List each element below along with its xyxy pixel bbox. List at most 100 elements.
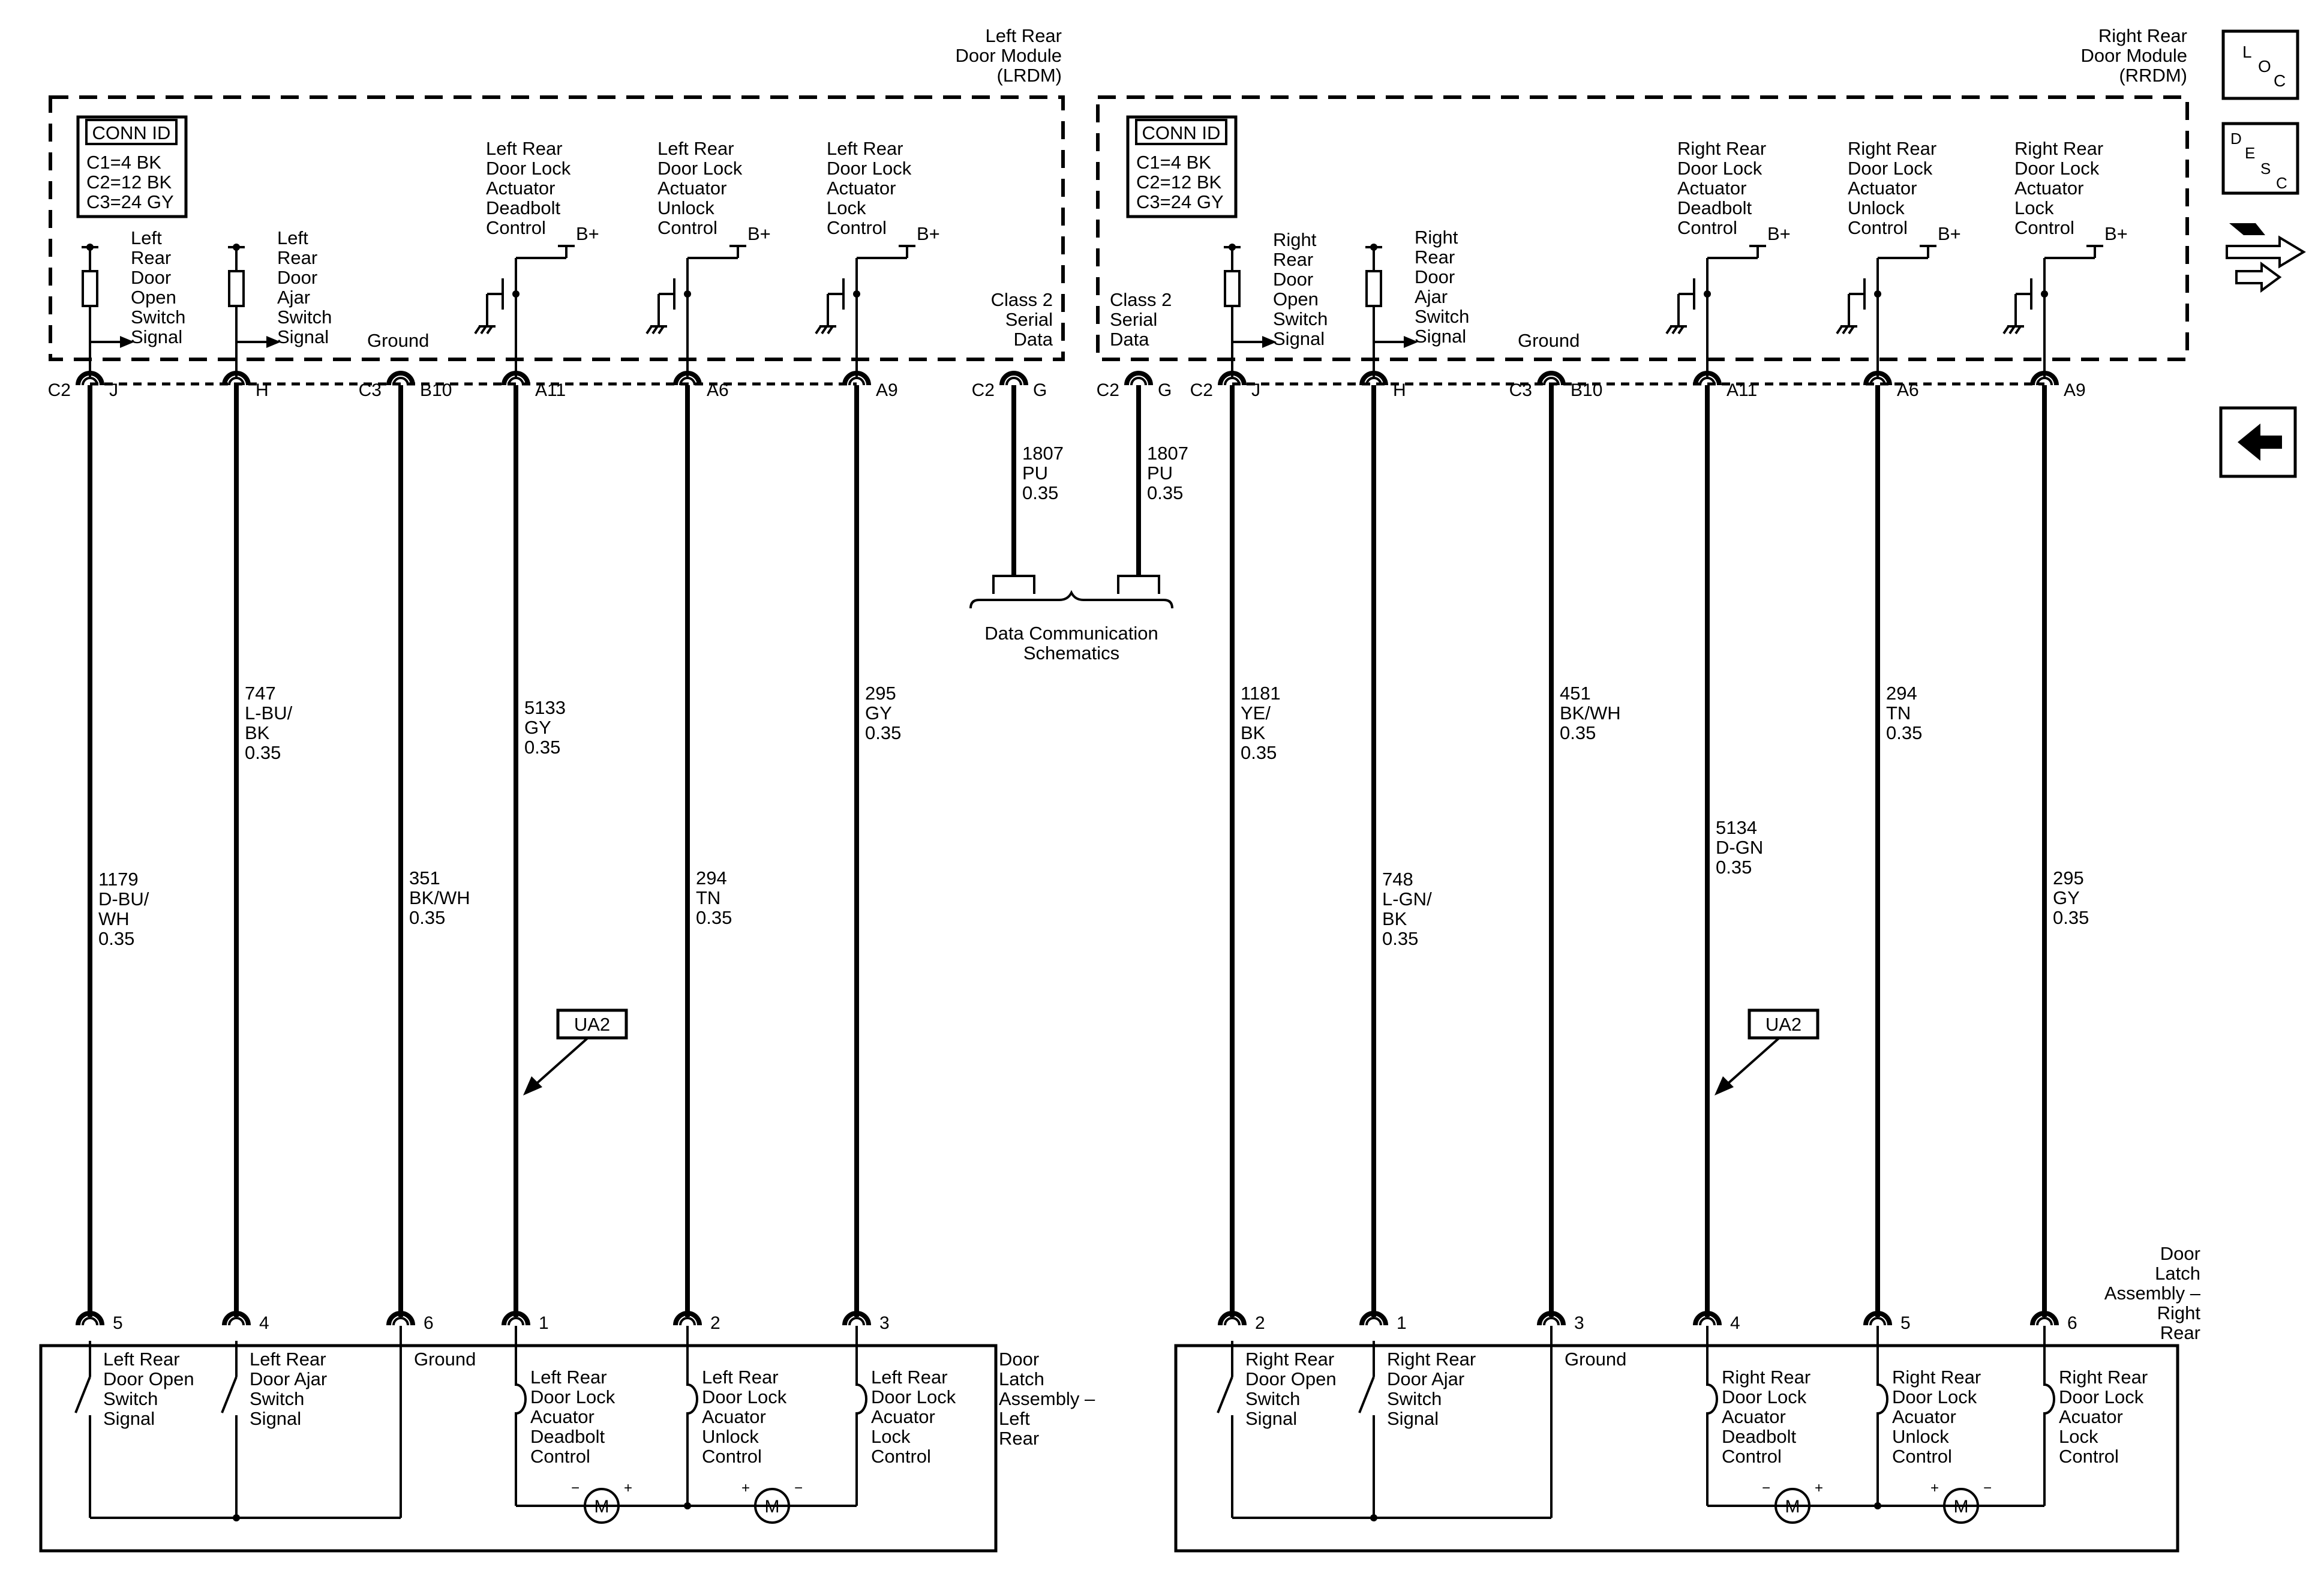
latch-lock-label-line: Control	[2059, 1446, 2119, 1467]
latch-door-open-label-line: Door Open	[1245, 1368, 1337, 1389]
lock-control-label-line: Lock	[827, 197, 866, 218]
back-button-frame[interactable]	[2219, 406, 2297, 478]
loc-button[interactable]: LOC	[2221, 29, 2299, 100]
ground-hash	[1671, 325, 1679, 335]
signal-arrow-icon	[1262, 336, 1277, 348]
door-open-input-label-line: Door	[131, 267, 171, 288]
cavity-id: A9	[2064, 380, 2086, 400]
wire-circuit-label-line: 1807	[1147, 443, 1188, 464]
desc-button-frame[interactable]	[2221, 122, 2299, 195]
loc-button-frame[interactable]	[2221, 29, 2299, 100]
latch-unlock-label-line: Door Lock	[1892, 1386, 1977, 1407]
latch-lock-label-line: Acuator	[871, 1406, 935, 1427]
door-open-input-label-line: Open	[1273, 289, 1319, 310]
lock-control-label-line: Control	[827, 217, 887, 238]
deadbolt-control-label-line: Right Rear	[1677, 138, 1766, 159]
resistor	[82, 270, 98, 307]
latch-unlock-label-line: Control	[1892, 1446, 1952, 1467]
lock-control-label-line: Door Lock	[827, 158, 912, 179]
connector-view-icon-plug[interactable]	[2229, 223, 2265, 235]
lock-control-label-line: Actuator	[827, 178, 896, 199]
ground-hash	[651, 325, 659, 335]
connector-cavity	[1124, 371, 1153, 386]
wire-circuit-label-line: BK/WH	[1560, 703, 1621, 724]
wire-circuit-label-line: 0.35	[1560, 722, 1596, 743]
splice-node	[684, 1502, 691, 1509]
module-title-line: Left Rear	[985, 25, 1062, 46]
motor-label: M	[1954, 1497, 1969, 1517]
conn-id-lines-line: C2=12 BK	[86, 172, 172, 193]
conn-id-header-box	[1135, 119, 1227, 145]
deadbolt-control-label-line: Door Lock	[486, 158, 571, 179]
unlock-control-label-line: Control	[1848, 217, 1908, 238]
connector-cavity-inner	[1869, 377, 1886, 386]
ground-hash	[486, 325, 493, 335]
serial-data-label-line: Serial	[1110, 309, 1157, 330]
ground-hash	[821, 325, 828, 335]
connector-cavity-inner	[1543, 377, 1560, 386]
back-button[interactable]	[2219, 406, 2297, 478]
ua2-callout-box	[556, 1008, 628, 1040]
switch-blade	[221, 1376, 238, 1413]
latch-pin-number: 3	[1574, 1313, 1584, 1333]
wire-circuit-label-line: BK	[245, 722, 270, 743]
latch-unlock-label-line: Acuator	[1892, 1406, 1956, 1427]
latch-lock-label-line: Door Lock	[2059, 1386, 2144, 1407]
desc-letter: S	[2260, 160, 2271, 178]
latch-unlock-label-line: Unlock	[1892, 1426, 1949, 1447]
loc-letter: C	[2274, 71, 2286, 90]
connector-cavity-inner	[1699, 1317, 1716, 1326]
connector-cavity	[76, 1311, 104, 1326]
wire-circuit-label-line: 0.35	[98, 928, 134, 949]
connector-cavity	[1218, 1311, 1247, 1326]
motor-icon	[1943, 1488, 1979, 1524]
connector-cavity-inner	[1543, 1317, 1560, 1326]
connector-cavity-inner	[848, 377, 865, 386]
bplus-label: B+	[576, 223, 599, 244]
connector-cavity	[842, 1311, 871, 1326]
connector-cavity	[1218, 371, 1247, 386]
deadbolt-control-label-line: Deadbolt	[486, 197, 560, 218]
door-ajar-input-label-line: Door	[1415, 266, 1455, 287]
motor-icon	[584, 1488, 620, 1524]
latch-door-open-label-line: Switch	[1245, 1388, 1300, 1409]
wire-circuit-label-line: 0.35	[524, 737, 560, 758]
connector-cavity	[502, 371, 530, 386]
splice-node	[1874, 1502, 1881, 1509]
connector-view-icon[interactable]	[2226, 223, 2306, 293]
connector-cavity	[999, 371, 1028, 386]
unlock-control-label-line: Actuator	[1848, 178, 1917, 199]
door-open-input-label-line: Right	[1273, 229, 1317, 250]
module-boundary	[1096, 95, 2189, 361]
door-ajar-input-label-line: Left	[277, 227, 308, 248]
motor-polarity: +	[624, 1480, 632, 1496]
lock-control-label-line: Actuator	[2014, 178, 2083, 199]
cavity-id: G	[1033, 380, 1047, 400]
door-open-input-label-line: Rear	[1273, 249, 1313, 270]
conn-id-header: CONN ID	[1142, 122, 1221, 143]
connector-cavity	[1863, 1311, 1892, 1326]
conn-id-lines-line: C3=24 GY	[86, 191, 174, 212]
ground-hash	[1848, 325, 1855, 335]
latch-unlock-label-line: Left Rear	[702, 1367, 779, 1388]
cavity-id: H	[1393, 380, 1406, 400]
door-open-input-label-line: Door	[1273, 269, 1313, 290]
latch-pin-number: 2	[710, 1313, 720, 1333]
motor-label: M	[1785, 1497, 1800, 1517]
conn-id-lines-line: C3=24 GY	[1136, 191, 1224, 212]
back-arrow-icon[interactable]	[2238, 424, 2282, 461]
